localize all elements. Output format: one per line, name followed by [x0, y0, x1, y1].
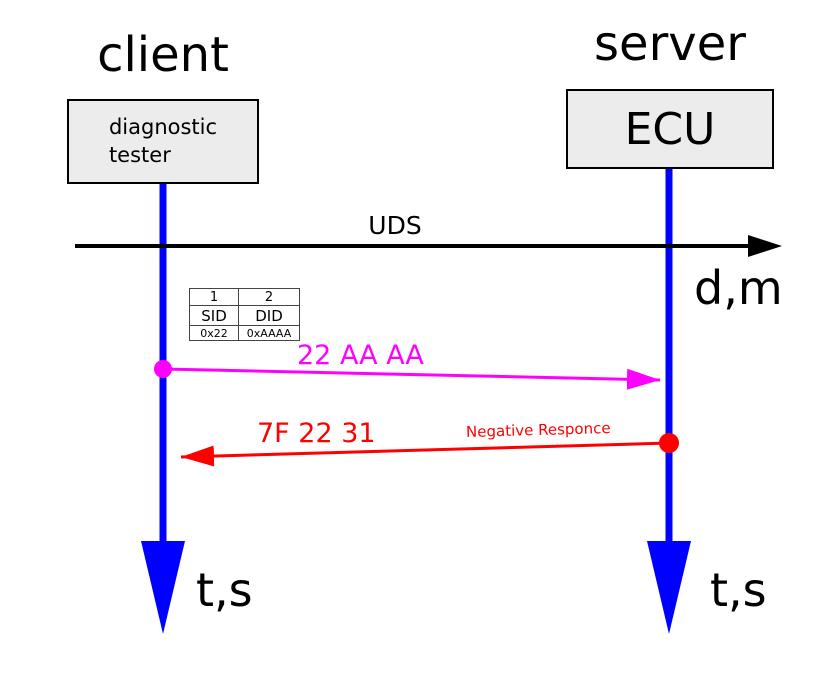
client-time-label: t,s — [196, 563, 253, 617]
pdu-value-sid: 0x22 — [189, 325, 239, 341]
pdu-header-byte1: 1 — [189, 288, 239, 306]
client-lifeline-arrowhead-icon — [141, 541, 185, 634]
server-actor-box: ECU — [566, 89, 774, 169]
uds-axis-arrowhead-icon — [748, 235, 782, 257]
axis-unit-label: d,m — [694, 261, 783, 315]
client-actor-box: diagnostic tester — [67, 99, 259, 184]
pdu-table-header-row: 1 2 — [189, 288, 300, 306]
pdu-field-did: DID — [238, 305, 300, 326]
response-arrow — [180, 441, 670, 467]
protocol-label: UDS — [368, 211, 422, 240]
request-origin-dot — [154, 360, 172, 378]
pdu-header-byte2: 2 — [238, 288, 300, 306]
client-box-text: diagnostic tester — [109, 114, 217, 169]
server-title: server — [594, 16, 746, 72]
request-arrow — [162, 367, 661, 390]
pdu-table-value-row: 0x22 0xAAAA — [189, 325, 300, 341]
server-time-label: t,s — [710, 563, 767, 617]
response-origin-dot — [659, 433, 679, 453]
request-message-label: 22 AA AA — [297, 340, 424, 371]
server-lifeline-arrowhead-icon — [647, 541, 691, 634]
response-message-label: 7F 22 31 — [257, 418, 376, 449]
client-box-line1: diagnostic — [108, 115, 218, 140]
client-title: client — [97, 27, 229, 83]
pdu-field-sid: SID — [189, 305, 239, 326]
pdu-table-field-row: SID DID — [189, 305, 300, 326]
server-box-label: ECU — [624, 103, 716, 155]
pdu-value-did: 0xAAAA — [238, 325, 300, 341]
request-pdu-table: 1 2 SID DID 0x22 0xAAAA — [189, 288, 300, 341]
client-box-line2: tester — [108, 142, 171, 167]
